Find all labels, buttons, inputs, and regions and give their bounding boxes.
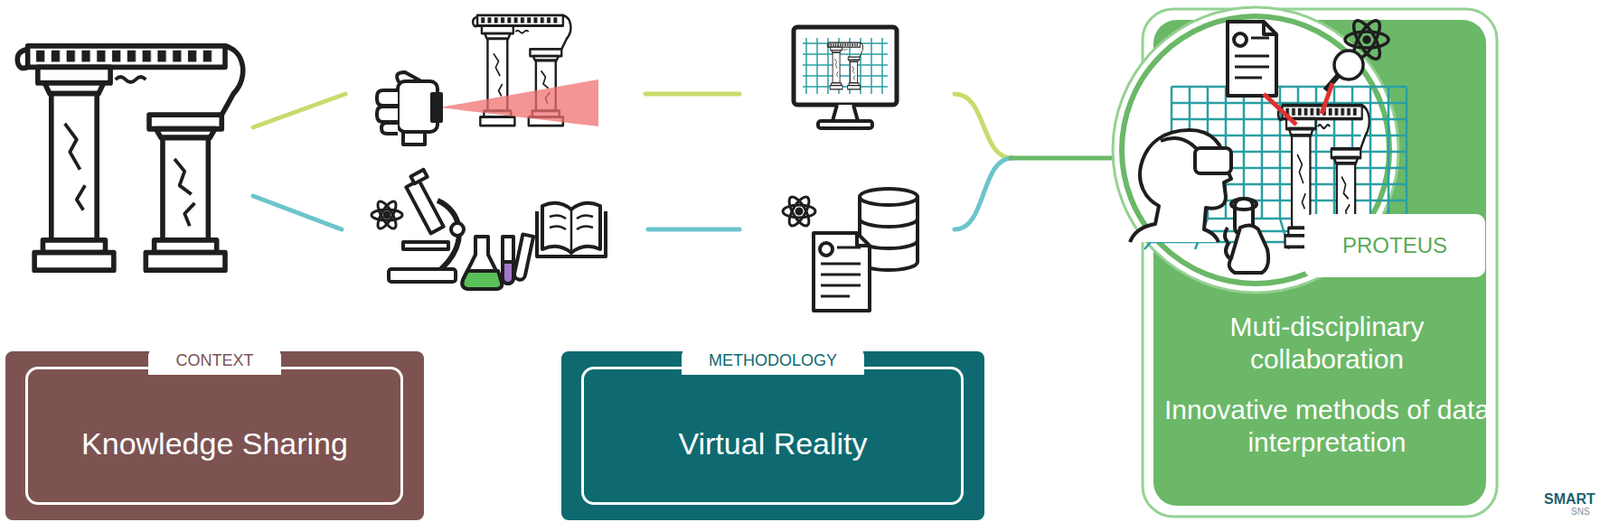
laser-scanner [376, 15, 599, 145]
context-box: CONTEXTKnowledge Sharing [5, 351, 424, 521]
laboratory-icons [461, 271, 502, 290]
laboratory-icons [374, 198, 399, 231]
ruin-arch [17, 46, 244, 271]
outcome-text: Innovative methods of data interpretatio… [1162, 394, 1492, 460]
laboratory-icons [388, 269, 456, 283]
flow-lines [648, 227, 740, 233]
laser-scanner [376, 90, 398, 106]
monitor-icon [818, 121, 873, 129]
data-icons [782, 188, 918, 311]
laboratory-icons [371, 198, 403, 231]
laboratory-icons [384, 212, 390, 218]
laboratory-icons [405, 180, 443, 235]
laboratory-icons [371, 209, 403, 221]
logo-text: SMART [1543, 491, 1596, 509]
data-icons [813, 233, 870, 311]
laboratory-icons [403, 242, 449, 250]
laser-scanner [376, 72, 442, 145]
data-icons [819, 243, 833, 256]
outcome-text: Muti-disciplinary collaboration [1162, 310, 1492, 377]
laser-scanner [439, 79, 599, 127]
monitor-icon [806, 37, 883, 95]
flow-lines [954, 158, 1013, 230]
flow-lines [1010, 156, 1121, 161]
laboratory-icons [502, 236, 514, 284]
laboratory-icons [410, 169, 427, 184]
data-icons [782, 194, 816, 229]
section-tab: CONTEXT [148, 346, 281, 376]
laboratory-icons [461, 236, 502, 290]
flow-lines [253, 196, 342, 230]
data-icons [856, 233, 870, 246]
laser-scanner [396, 72, 422, 84]
logo-subtext: SNS [1571, 507, 1591, 518]
project-name: PROTEUS [1342, 233, 1448, 259]
section-title: Virtual Reality [561, 375, 985, 521]
data-icons [782, 205, 816, 218]
proteus-panel: Muti-disciplinary collaborationInnovativ… [1108, 5, 1501, 522]
flow-lines [645, 92, 740, 97]
monitor-icon [793, 27, 897, 105]
laser-scanner [381, 122, 398, 134]
section-tab: METHODOLOGY [681, 346, 865, 376]
flow-lines [954, 94, 1013, 159]
monitor-icon [802, 37, 888, 95]
section-title: Knowledge Sharing [5, 375, 424, 521]
laser-scanner [432, 94, 442, 122]
data-icons [785, 194, 813, 229]
laboratory-icons [542, 203, 601, 254]
proteus-label-box: PROTEUS [1304, 214, 1486, 278]
monitor-icon [832, 104, 858, 122]
flow-lines [253, 94, 346, 128]
monitor-icon [793, 27, 897, 129]
laboratory-icons [549, 209, 593, 254]
laser-scanner [376, 106, 398, 123]
data-icons [796, 208, 802, 215]
laboratory-icons [451, 223, 464, 236]
laboratory-icons [513, 234, 534, 281]
methodology-box: METHODOLOGYVirtual Reality [561, 351, 985, 521]
data-icons [820, 247, 861, 297]
laboratory-icons [374, 198, 399, 231]
laboratory-icons [371, 169, 606, 290]
data-icons [785, 194, 813, 229]
laboratory-icons [502, 262, 514, 284]
data-icons [859, 188, 918, 206]
monitor-icon [827, 42, 864, 90]
laser-scanner [403, 131, 425, 145]
